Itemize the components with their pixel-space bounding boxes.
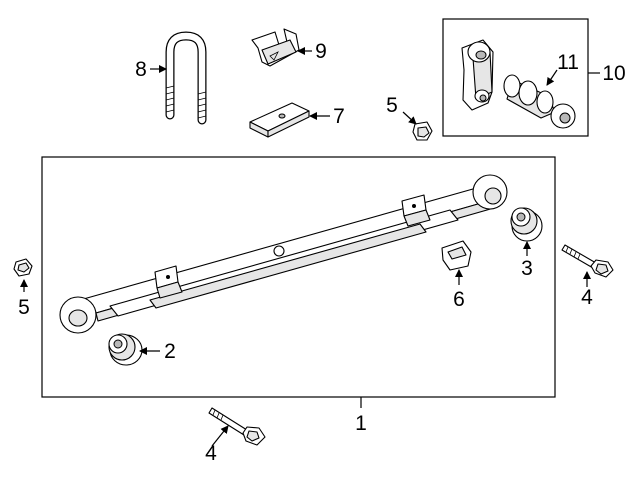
bushing-front (108, 333, 143, 366)
bushing-rear (510, 207, 543, 242)
nut-left (13, 258, 33, 277)
callout-11-arrow (546, 69, 558, 86)
bolt-right (561, 244, 614, 278)
callout-6: 6 (453, 288, 465, 311)
callout-4a-arrow (211, 425, 229, 447)
callout-8: 8 (135, 58, 147, 81)
bolt-bottom (208, 407, 266, 446)
spacer-plate (249, 102, 310, 138)
shackle (461, 39, 494, 111)
u-bolt (165, 31, 207, 125)
callout-3: 3 (521, 257, 533, 280)
nut-top (412, 121, 433, 141)
bumper (441, 240, 472, 271)
callout-7: 7 (333, 105, 345, 128)
callout-5b: 5 (386, 94, 398, 117)
callout-11: 11 (557, 51, 579, 74)
leaf-spring-frame (41, 156, 556, 398)
callout-4a: 4 (205, 442, 217, 465)
callout-2: 2 (164, 340, 176, 363)
callout-9: 9 (315, 40, 327, 63)
shackle-kit-frame (442, 18, 589, 137)
bracket (251, 28, 300, 67)
shackle-bushing (503, 74, 576, 129)
callout-5a: 5 (18, 296, 30, 319)
leaf-spring (59, 174, 508, 334)
callout-4b: 4 (581, 286, 593, 309)
callout-10: 10 (602, 62, 625, 85)
callout-5b-arrow (402, 111, 417, 125)
callout-1: 1 (355, 412, 367, 435)
